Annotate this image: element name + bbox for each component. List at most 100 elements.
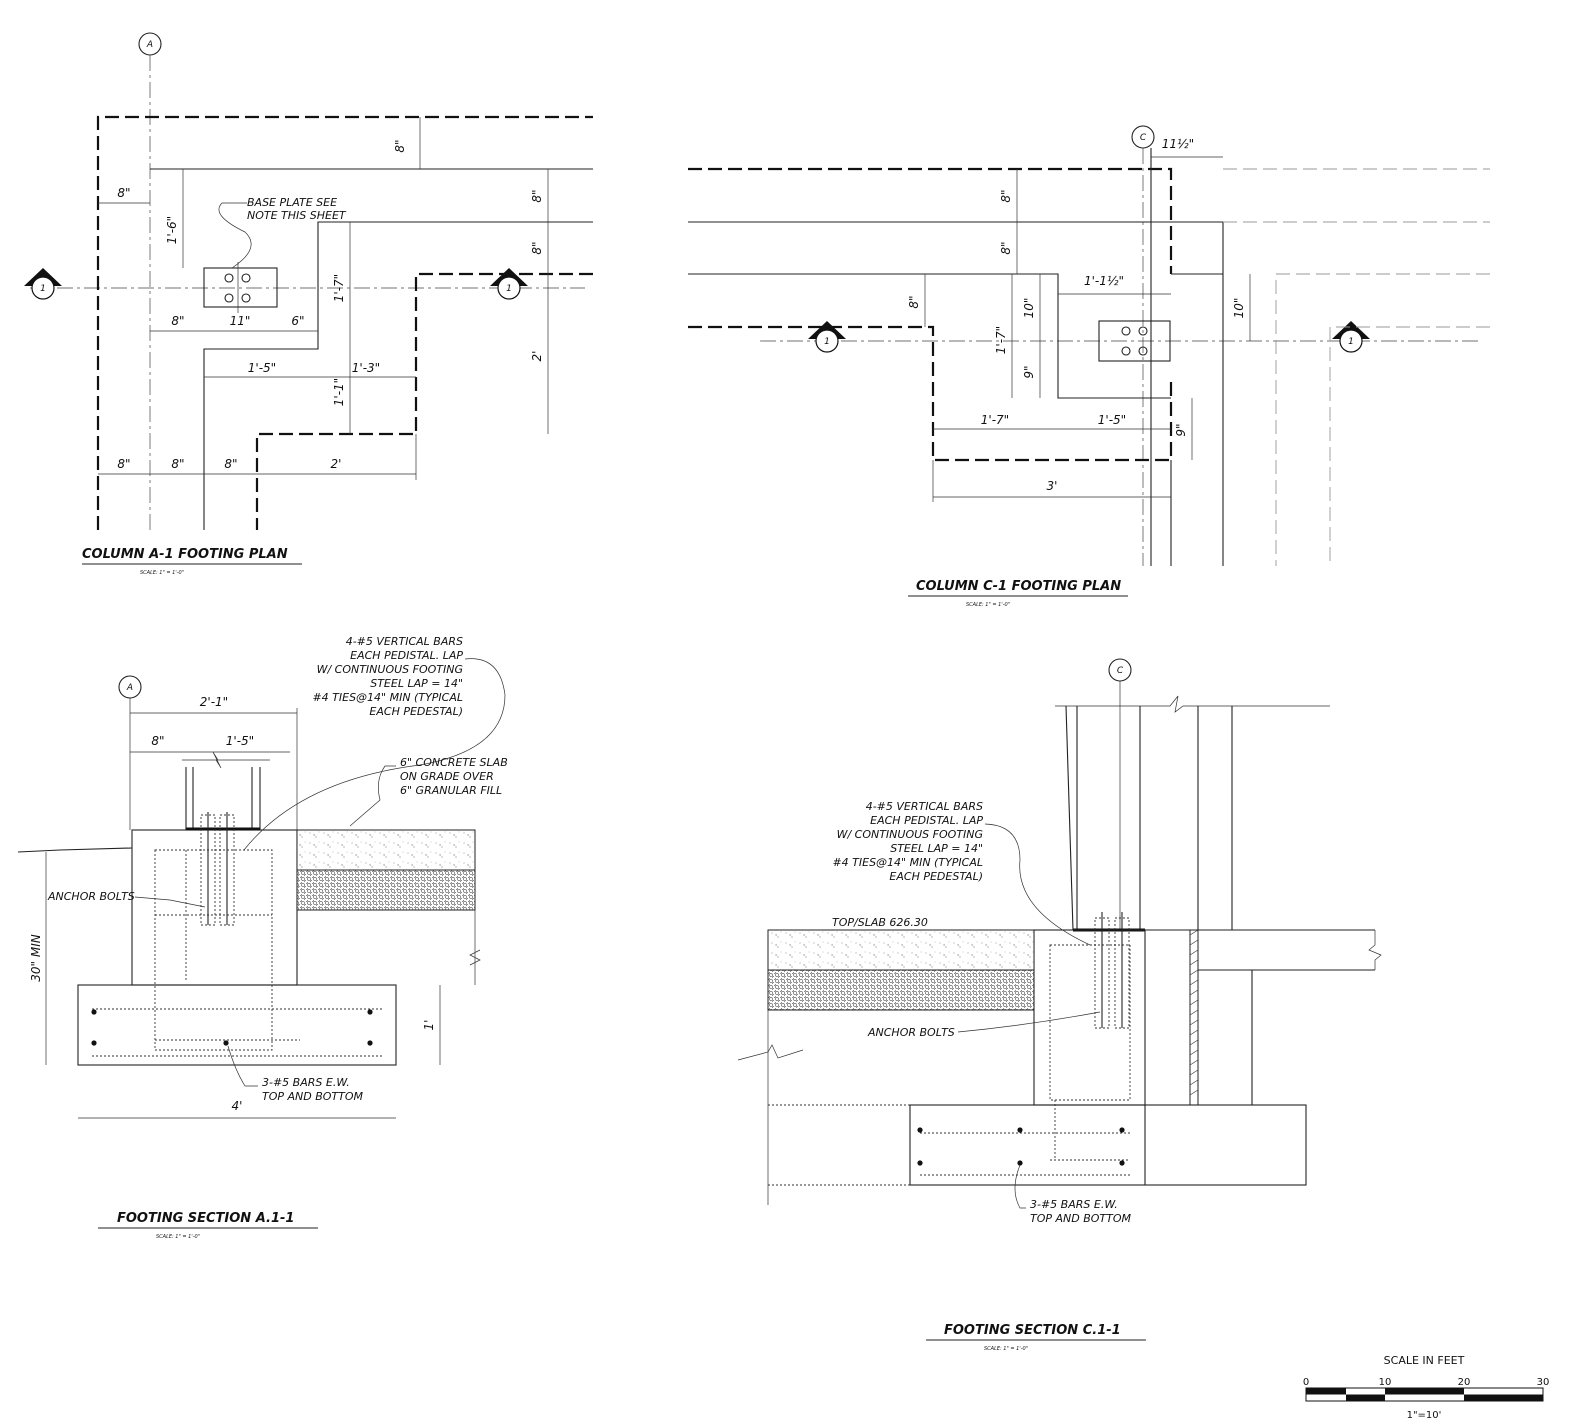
svg-text:EACH PEDESTAL): EACH PEDESTAL) (889, 870, 983, 883)
svg-text:4-#5 VERTICAL BARS: 4-#5 VERTICAL BARS (346, 635, 463, 648)
svg-text:#4 TIES@14" MIN (TYPICAL: #4 TIES@14" MIN (TYPICAL (832, 856, 983, 869)
svg-text:SCALE: 1" = 1'-0": SCALE: 1" = 1'-0" (984, 1346, 1028, 1352)
svg-text:1'-5": 1'-5" (248, 361, 276, 375)
pedestal (1033, 929, 1146, 1106)
a1-footing-section: A 2'-1" 8" 1'-5" (17, 635, 508, 1240)
scale-ratio: 1"=10' (1407, 1410, 1442, 1421)
svg-text:0: 0 (1303, 1377, 1309, 1388)
svg-text:1: 1 (40, 284, 46, 294)
svg-text:SCALE: 1" = 1'-0": SCALE: 1" = 1'-0" (966, 602, 1010, 608)
c1-footing-plan: C 1 1 11½" 8" (688, 125, 1490, 608)
svg-text:#4 TIES@14" MIN (TYPICAL: #4 TIES@14" MIN (TYPICAL (312, 691, 463, 704)
svg-text:8": 8" (393, 139, 407, 152)
c1-plan-title: COLUMN C-1 FOOTING PLAN (916, 579, 1121, 594)
svg-text:1'-5": 1'-5" (1098, 413, 1126, 427)
svg-text:1'-3": 1'-3" (352, 361, 380, 375)
svg-text:W/ CONTINUOUS FOOTING: W/ CONTINUOUS FOOTING (837, 828, 983, 841)
svg-text:1': 1' (422, 1020, 436, 1031)
svg-text:W/ CONTINUOUS FOOTING: W/ CONTINUOUS FOOTING (317, 663, 463, 676)
graphic-scale-bar: SCALE IN FEET 0 10 20 30 1"=10' (1303, 1354, 1550, 1421)
granular-fill (296, 869, 476, 911)
grid-label-a: A (146, 40, 153, 50)
a1-plan-title: COLUMN A-1 FOOTING PLAN (82, 547, 288, 562)
c1-section-title: FOOTING SECTION C.1-1 (944, 1323, 1121, 1338)
svg-text:1'-7": 1'-7" (332, 274, 346, 302)
svg-text:8": 8" (530, 189, 544, 202)
svg-text:10": 10" (1022, 298, 1036, 319)
svg-text:10": 10" (1232, 298, 1246, 319)
svg-text:6" GRANULAR FILL: 6" GRANULAR FILL (400, 784, 502, 797)
c1-footing-section: C TOP/SLAB 626.30 4-#5 (737, 658, 1382, 1352)
base-plate (203, 267, 278, 308)
svg-text:30: 30 (1537, 1377, 1550, 1388)
svg-text:1'-1": 1'-1" (332, 378, 346, 406)
svg-text:8": 8" (151, 734, 164, 748)
section-marker-right: 1 (1332, 321, 1370, 353)
a1-footing-plan: A 1 1 BASE PLATE SEE NOTE THIS SHEET (24, 32, 593, 576)
svg-text:1: 1 (1348, 337, 1354, 347)
svg-text:STEEL LAP = 14": STEEL LAP = 14" (890, 842, 983, 855)
svg-text:EACH PEDISTAL. LAP: EACH PEDISTAL. LAP (350, 649, 463, 662)
svg-text:EACH PEDESTAL): EACH PEDESTAL) (369, 705, 463, 718)
svg-text:EACH PEDISTAL. LAP: EACH PEDISTAL. LAP (870, 814, 983, 827)
svg-text:1'-6": 1'-6" (165, 216, 179, 244)
svg-text:3-#5 BARS E.W.: 3-#5 BARS E.W. (1030, 1198, 1118, 1211)
footing (909, 1104, 1307, 1186)
svg-text:BASE PLATE SEE: BASE PLATE SEE (247, 196, 337, 209)
svg-text:SCALE: 1" = 1'-0": SCALE: 1" = 1'-0" (140, 570, 184, 576)
svg-text:6" CONCRETE SLAB: 6" CONCRETE SLAB (400, 756, 508, 769)
svg-text:9": 9" (1022, 365, 1036, 378)
svg-text:3': 3' (1047, 479, 1058, 493)
svg-text:8": 8" (171, 314, 184, 328)
granular-fill (767, 969, 1035, 1011)
svg-text:1'-7": 1'-7" (994, 326, 1008, 354)
svg-text:TOP AND BOTTOM: TOP AND BOTTOM (1030, 1212, 1132, 1225)
svg-text:NOTE THIS SHEET: NOTE THIS SHEET (247, 209, 347, 222)
svg-text:20: 20 (1458, 1377, 1471, 1388)
svg-text:6": 6" (291, 314, 304, 328)
svg-text:8": 8" (117, 186, 130, 200)
section-marker-left: 1 (808, 321, 846, 353)
svg-text:1'-7": 1'-7" (981, 413, 1009, 427)
svg-text:ANCHOR BOLTS: ANCHOR BOLTS (47, 890, 135, 903)
footing (77, 984, 397, 1066)
svg-text:10: 10 (1379, 1377, 1392, 1388)
svg-text:2': 2' (331, 457, 342, 471)
svg-text:1: 1 (506, 284, 512, 294)
svg-text:3-#5 BARS E.W.: 3-#5 BARS E.W. (262, 1076, 350, 1089)
svg-text:TOP AND BOTTOM: TOP AND BOTTOM (262, 1090, 364, 1103)
svg-text:2'-1": 2'-1" (200, 695, 228, 709)
concrete-slab (767, 929, 1035, 971)
base-plate (1098, 320, 1171, 362)
svg-text:11": 11" (230, 314, 251, 328)
svg-text:TOP/SLAB 626.30: TOP/SLAB 626.30 (832, 916, 928, 929)
svg-text:11½": 11½" (1162, 137, 1194, 151)
svg-text:A: A (126, 683, 133, 693)
svg-text:30" MIN: 30" MIN (29, 934, 43, 981)
svg-text:STEEL LAP = 14": STEEL LAP = 14" (370, 677, 463, 690)
svg-text:C: C (1117, 666, 1124, 676)
grid-label-c: C (1140, 133, 1147, 143)
svg-text:8": 8" (171, 457, 184, 471)
section-marker-right: 1 (490, 268, 528, 300)
svg-text:ON GRADE OVER: ON GRADE OVER (400, 770, 494, 783)
svg-text:8": 8" (999, 241, 1013, 254)
svg-text:1: 1 (824, 337, 830, 347)
svg-text:1'-5": 1'-5" (226, 734, 254, 748)
svg-text:ANCHOR BOLTS: ANCHOR BOLTS (867, 1026, 955, 1039)
svg-text:8": 8" (907, 295, 921, 308)
svg-text:8": 8" (117, 457, 130, 471)
concrete-slab (296, 829, 476, 871)
scale-bar-title: SCALE IN FEET (1384, 1354, 1465, 1367)
svg-text:SCALE: 1" = 1'-0": SCALE: 1" = 1'-0" (156, 1234, 200, 1240)
svg-text:8": 8" (999, 189, 1013, 202)
svg-text:2': 2' (530, 351, 544, 362)
svg-text:4': 4' (232, 1099, 243, 1113)
svg-text:1'-1½": 1'-1½" (1084, 274, 1124, 288)
svg-text:8": 8" (224, 457, 237, 471)
svg-text:9": 9" (1174, 423, 1188, 436)
section-marker-left: 1 (24, 268, 62, 300)
svg-text:8": 8" (530, 241, 544, 254)
svg-text:4-#5 VERTICAL BARS: 4-#5 VERTICAL BARS (866, 800, 983, 813)
